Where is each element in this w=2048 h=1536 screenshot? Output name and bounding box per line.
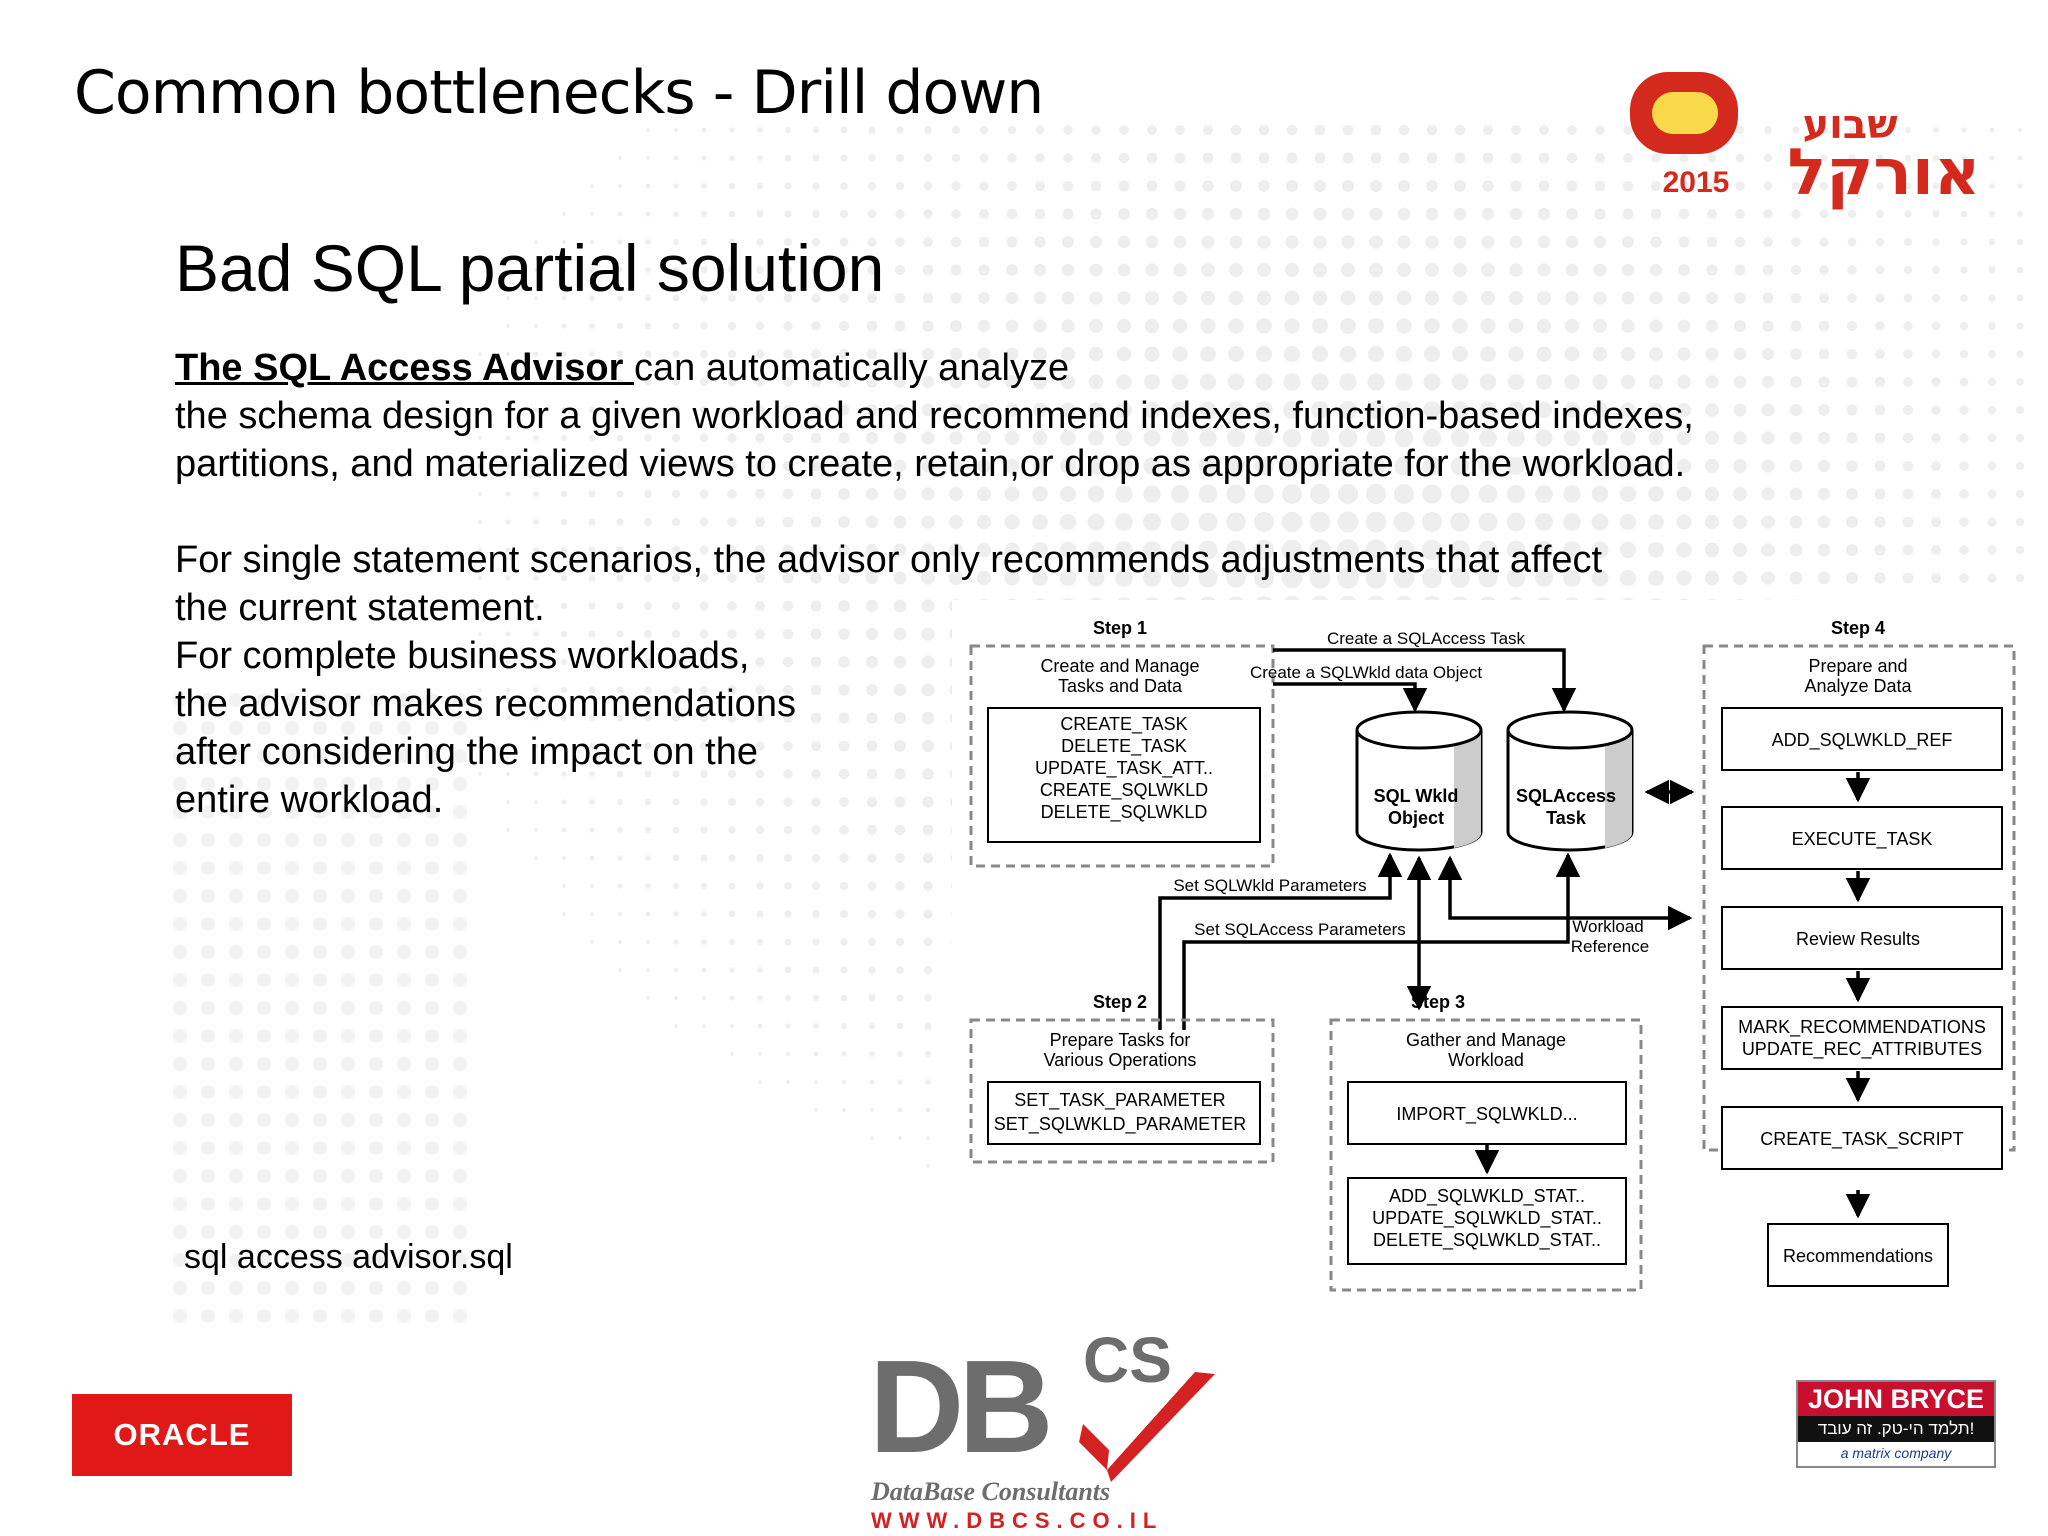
step1-item-5: DELETE_SQLWKLD bbox=[1041, 802, 1208, 823]
step4-box2-label: EXECUTE_TASK bbox=[1792, 829, 1933, 850]
oracle-logo: ORACLE bbox=[72, 1394, 292, 1476]
step3-container bbox=[1329, 1018, 1643, 1292]
advisor-description: The SQL Access Advisor can automatically… bbox=[175, 344, 1875, 488]
step4-box4-line1: MARK_RECOMMENDATIONS bbox=[1738, 1017, 1986, 1038]
step4-box3-label: Review Results bbox=[1796, 929, 1920, 949]
scope-line5: after considering the impact on the bbox=[175, 731, 759, 773]
cyl1-line1: SQL Wkld bbox=[1374, 786, 1459, 806]
oracle-logo-text: ORACLE bbox=[113, 1417, 251, 1452]
dbcs-checkmark-icon bbox=[1079, 1372, 1215, 1482]
step4-label: Step 4 bbox=[1831, 618, 1885, 638]
step4-box4 bbox=[1721, 1006, 2003, 1070]
arrow-set-wkld-params bbox=[1158, 852, 1403, 1030]
step4-heading1: Prepare and bbox=[1808, 656, 1907, 676]
cyl1-line2: Object bbox=[1388, 808, 1444, 828]
step2-item-1: SET_TASK_PARAMETER bbox=[1014, 1090, 1225, 1111]
arrow-create-obj bbox=[1273, 682, 1428, 713]
slide-title: Common bottlenecks - Drill down bbox=[74, 58, 1044, 128]
step1-heading2: Tasks and Data bbox=[1058, 676, 1183, 696]
workload-ref-line2: Reference bbox=[1571, 937, 1649, 956]
step4-box1 bbox=[1721, 707, 2003, 771]
step2-container bbox=[969, 1018, 1275, 1164]
step1-box bbox=[987, 707, 1261, 843]
sql-access-advisor-diagram: Step 1 Create and Manage Tasks and Data … bbox=[952, 600, 2024, 1300]
workload-ref-line1: Workload bbox=[1572, 917, 1644, 936]
step2-heading2: Various Operations bbox=[1044, 1050, 1197, 1070]
step4-box5-label: CREATE_TASK_SCRIPT bbox=[1760, 1129, 1963, 1150]
step1-item-4: CREATE_SQLWKLD bbox=[1040, 780, 1208, 801]
step3-stat-box bbox=[1347, 1177, 1627, 1265]
cyl2-line2: Task bbox=[1546, 808, 1587, 828]
jb-name: JOHN BRYCE bbox=[1798, 1382, 1994, 1416]
step1-label: Step 1 bbox=[1093, 618, 1147, 638]
step2-item-2: SET_SQLWKLD_PARAMETER bbox=[994, 1114, 1246, 1135]
sql-wkld-object-cylinder: SQL Wkld Object bbox=[1355, 710, 1483, 852]
scope-line1: For single statement scenarios, the advi… bbox=[175, 539, 1603, 581]
arrow-create-task bbox=[1273, 648, 1577, 713]
advisor-scope-text: For single statement scenarios, the advi… bbox=[175, 536, 1775, 824]
dbcs-url: WWW.DBCS.CO.IL bbox=[871, 1508, 1163, 1533]
advisor-line1-rest: can automatically analyze bbox=[634, 347, 1070, 389]
john-bryce-logo: JOHN BRYCE תלמד הי-טק. זה עובד! a matrix… bbox=[1796, 1380, 1996, 1468]
advisor-name-link: The SQL Access Advisor bbox=[175, 347, 634, 389]
step3-import-label: IMPORT_SQLWKLD... bbox=[1396, 1104, 1577, 1125]
step3-stat-1: ADD_SQLWKLD_STAT.. bbox=[1389, 1186, 1585, 1207]
step3-stat-3: DELETE_SQLWKLD_STAT.. bbox=[1373, 1230, 1601, 1251]
step3-stat-2: UPDATE_SQLWKLD_STAT.. bbox=[1372, 1208, 1602, 1229]
cyl2-line1: SQLAccess bbox=[1516, 786, 1616, 806]
week-hebrew-top: שבוע bbox=[1802, 102, 1897, 148]
step4-box3 bbox=[1721, 906, 2003, 970]
advisor-line3: partitions, and materialized views to cr… bbox=[175, 443, 1686, 485]
step4-heading2: Analyze Data bbox=[1804, 676, 1912, 696]
dbcs-main-letters: DB bbox=[869, 1333, 1048, 1480]
scope-line2: the current statement. bbox=[175, 587, 545, 629]
recommendations-box bbox=[1767, 1223, 1949, 1287]
step3-heading1: Gather and Manage bbox=[1406, 1030, 1566, 1050]
week-year: 2015 bbox=[1663, 166, 1730, 199]
slide-subtitle: Bad SQL partial solution bbox=[175, 231, 885, 305]
script-filename: sql access advisor.sql bbox=[184, 1238, 513, 1276]
arrow-set-wkld-params-label: Set SQLWkld Parameters bbox=[1173, 876, 1366, 895]
step4-box2 bbox=[1721, 806, 2003, 870]
step4-box5 bbox=[1721, 1106, 2003, 1170]
advisor-line2: the schema design for a given workload a… bbox=[175, 395, 1694, 437]
step3-label: Step 3 bbox=[1411, 992, 1465, 1012]
jb-company: a matrix company bbox=[1840, 1445, 1952, 1461]
step3-import-box bbox=[1347, 1081, 1627, 1145]
step4-box1-label: ADD_SQLWKLD_REF bbox=[1772, 730, 1953, 751]
scope-line4: the advisor makes recommendations bbox=[175, 683, 796, 725]
step1-item-3: UPDATE_TASK_ATT.. bbox=[1035, 758, 1213, 779]
recommendations-label: Recommendations bbox=[1783, 1246, 1933, 1266]
oracle-week-logo: 2015 שבוע אורקל bbox=[1630, 72, 1981, 210]
step2-label: Step 2 bbox=[1093, 992, 1147, 1012]
step1-heading1: Create and Manage bbox=[1040, 656, 1199, 676]
step1-item-1: CREATE_TASK bbox=[1060, 714, 1187, 735]
dbcs-tagline: DataBase Consultants bbox=[870, 1477, 1110, 1506]
arrow-set-access-params-label: Set SQLAccess Parameters bbox=[1194, 920, 1406, 939]
scope-line6: entire workload. bbox=[175, 779, 444, 821]
arrow-create-task-label: Create a SQLAccess Task bbox=[1327, 629, 1526, 648]
arrow-workload-reference bbox=[1437, 855, 1693, 931]
step1-item-2: DELETE_TASK bbox=[1061, 736, 1187, 757]
sqlaccess-task-cylinder: SQLAccess Task bbox=[1506, 710, 1634, 852]
arrow-create-obj-label: Create a SQLWkld data Object bbox=[1250, 663, 1482, 682]
step1-container bbox=[969, 644, 1275, 868]
step4-box4-line2: UPDATE_REC_ATTRIBUTES bbox=[1742, 1039, 1982, 1060]
dbcs-super-letters: CS bbox=[1083, 1324, 1172, 1396]
week-hebrew-main: אורקל bbox=[1788, 136, 1981, 210]
scope-line3: For complete business workloads, bbox=[175, 635, 750, 677]
step3-heading2: Workload bbox=[1448, 1050, 1524, 1070]
dbcs-logo: DB CS DataBase Consultants WWW.DBCS.CO.I… bbox=[869, 1324, 1215, 1533]
step2-heading1: Prepare Tasks for bbox=[1050, 1030, 1191, 1050]
step2-box bbox=[987, 1081, 1261, 1145]
jb-hebrew-slogan: תלמד הי-טק. זה עובד! bbox=[1798, 1416, 1994, 1442]
